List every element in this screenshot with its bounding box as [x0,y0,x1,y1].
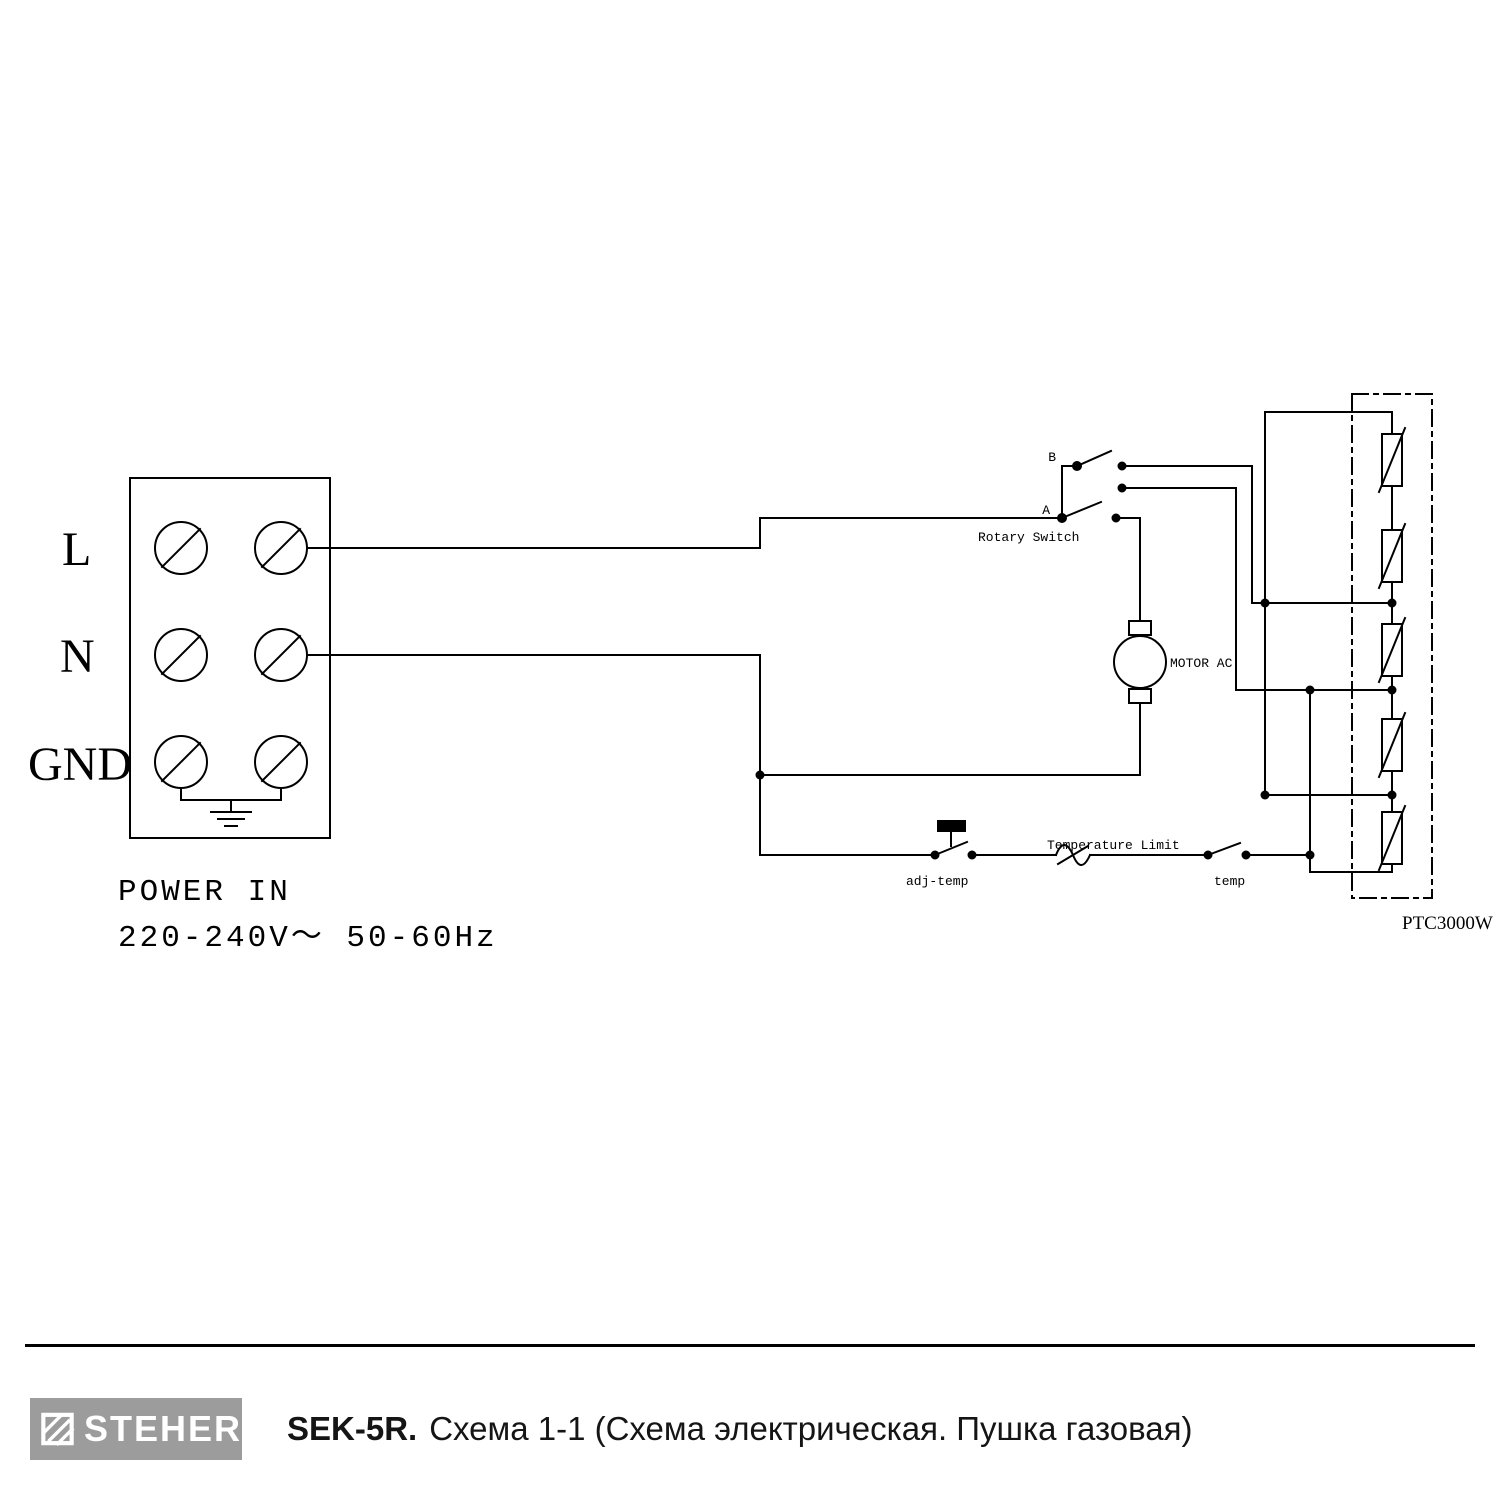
motor-brush-top [1128,620,1152,636]
terminal-labels: L N GND [28,523,132,791]
ptc-resistors [1377,426,1407,872]
caption-text: Схема 1-1 (Схема электрическая. Пушка га… [429,1410,1193,1447]
wire-ab-link [1061,465,1076,519]
wire-mid-output [1121,487,1237,691]
model-number: SEK-5R. [287,1410,418,1447]
adj-temp-button-cap [937,820,966,832]
ptc-enclosure [1351,393,1433,899]
switch-mid-contact-dot [1117,483,1127,493]
brand-name: STEHER [83,1408,242,1449]
motor-brush-bottom [1128,688,1152,704]
switch-b-label: B [1048,450,1056,465]
wire-b-output [1121,465,1253,604]
rotary-switch-label: Rotary Switch [978,530,1079,545]
terminal-screws [154,521,308,789]
ptc-heater [1351,393,1433,899]
power-in-line1: POWER IN [118,875,291,910]
adj-temp-blade [933,840,969,857]
switch-b-contact-dot [1117,461,1127,471]
adj-temp-label: adj-temp [906,874,968,889]
switch-a-blade [1060,500,1103,520]
temp-right-dot [1241,850,1251,860]
terminal-block [129,477,331,839]
junction-dots [755,598,1397,860]
rotary-switch [1057,449,1127,523]
switch-a-contact-dot [1111,513,1121,523]
adj-temp-right-dot [967,850,977,860]
adj-temp-switch [930,820,977,860]
temp-blade [1206,841,1242,857]
wire-return-rail [1309,689,1393,873]
temp-switch [1203,841,1251,860]
temperature-limit-label: Temperature Limit [1047,838,1180,853]
switch-a-label: A [1042,503,1050,518]
steher-logo-icon [41,1412,75,1446]
temp-label: temp [1214,874,1245,889]
wire-l [306,517,1059,549]
footer-divider [25,1344,1475,1347]
steher-logo: STEHER [30,1398,242,1460]
wire-thermostat-branch [759,774,934,856]
motor-label: MOTOR AC [1170,656,1233,671]
terminal-label-gnd: GND [28,738,132,791]
terminal-label-n: N [60,630,95,683]
ground-symbol [180,787,282,827]
switch-b-blade [1075,449,1113,468]
ptc-chain [1377,411,1407,873]
power-in-caption: POWER IN 220-240V～ 50-60Hz [118,875,498,956]
thermal-fuse-symbol [1054,844,1092,866]
power-in-line2: 220-240V～ 50-60Hz [118,921,498,956]
motor-body [1113,635,1167,689]
terminal-label-l: L [62,523,91,576]
motor [1113,620,1167,704]
terminal-block-outline [129,477,331,839]
wire-motor-top [1115,517,1141,622]
ptc-label: PTC3000W [1402,913,1493,934]
wire-n [306,654,1141,776]
wires [306,411,1393,873]
footer-caption: SEK-5R. Схема 1-1 (Схема электрическая. … [287,1398,1192,1460]
